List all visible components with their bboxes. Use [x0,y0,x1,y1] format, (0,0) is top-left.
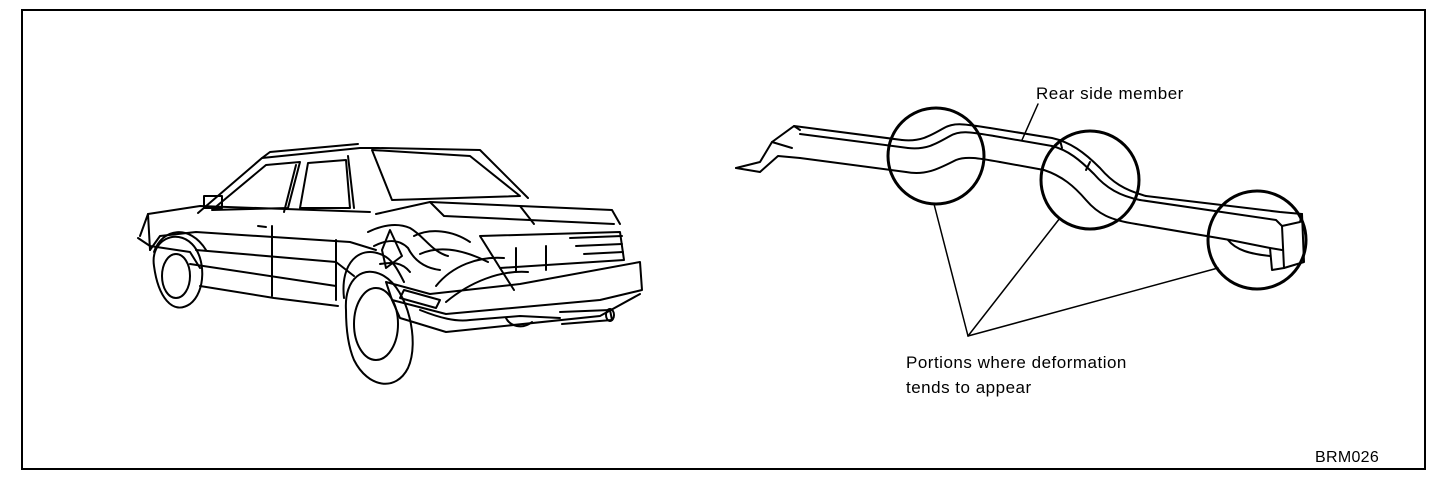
deformation-portions-label: Portions where deformation tends to appe… [906,350,1127,400]
figure-frame [21,9,1426,470]
deformation-circle-1 [886,106,986,206]
deformation-circle-2 [1039,129,1141,231]
deformation-circle-3 [1206,189,1308,291]
damaged-car-illustration [137,143,643,385]
deformation-leader-1 [933,203,969,337]
deformation-label-line1: Portions where deformation [906,353,1127,372]
deformation-leader-2 [967,217,1061,337]
figure-code: BRM026 [1315,449,1380,466]
rear-side-member-illustration [735,103,1308,337]
member-leader-line [1021,103,1039,141]
rear-side-member-label: Rear side member [1036,84,1184,103]
deformation-leader-3 [967,267,1219,337]
deformation-label-line2: tends to appear [906,378,1032,397]
